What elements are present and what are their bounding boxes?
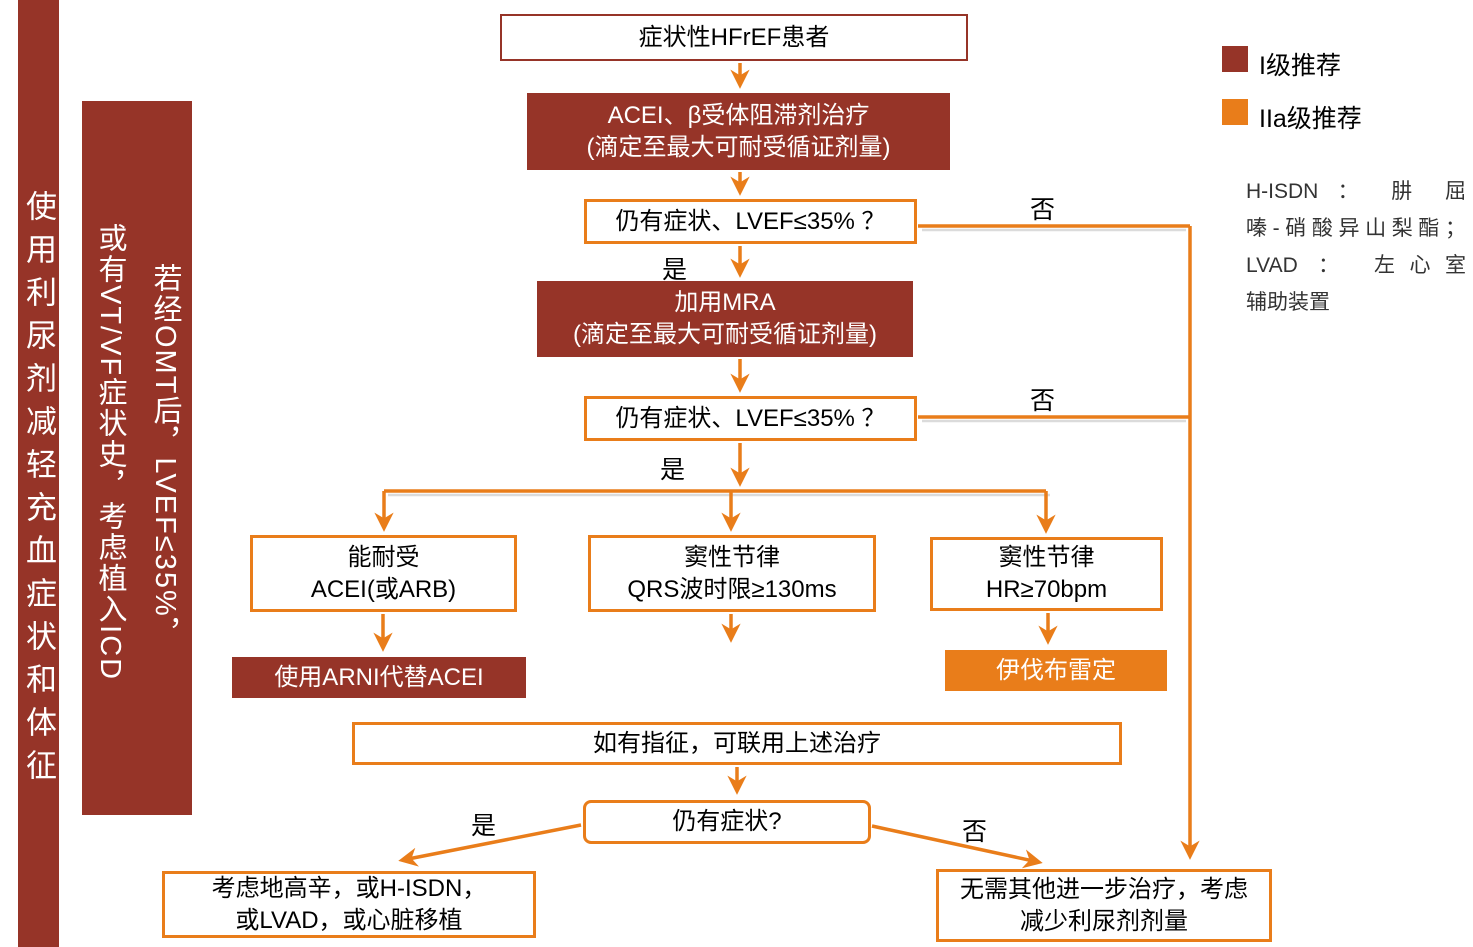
diagonal-yes-arrow	[398, 823, 582, 867]
question2-box: 仍有症状、LVEF≤35% ？	[584, 396, 917, 441]
legend-class1-swatch	[1222, 46, 1248, 72]
question3-box: 仍有症状?	[583, 800, 871, 844]
branch-hr-box: 窦性节律 HR≥70bpm	[930, 537, 1163, 611]
icd-side-bar-line1: 若经OMT后，LVEF≤35%，	[149, 263, 181, 649]
yes-label-2: 是	[660, 456, 686, 484]
legend-class1-label: I级推荐	[1259, 52, 1341, 80]
arni-box: 使用ARNI代替ACEI	[232, 657, 526, 698]
branch-acei-arb-box: 能耐受 ACEI(或ARB)	[250, 535, 517, 612]
diuretic-side-bar: 使用利尿剂减轻充血症状和体征	[18, 0, 59, 947]
final-no-further-treatment-box: 无需其他进一步治疗，考虑 减少利尿剂剂量	[936, 869, 1272, 942]
legend-class2a-label: IIa级推荐	[1259, 105, 1362, 133]
final-digoxin-lvad-box: 考虑地高辛，或H-ISDN， 或LVAD，或心脏移植	[162, 871, 536, 938]
yes-label-1: 是	[662, 256, 688, 284]
note-line-2: 嗪-硝酸异山梨酯；	[1246, 217, 1466, 240]
no-label-3: 否	[962, 818, 988, 846]
icd-side-bar-line2: 或有VT/VF症状史，考虑植入ICD	[94, 223, 126, 682]
no-label-2: 否	[1030, 387, 1056, 415]
note-line-4: 辅助装置	[1246, 291, 1330, 314]
yes-label-3: 是	[471, 812, 497, 840]
start-box: 症状性HFrEF患者	[500, 14, 968, 61]
acei-betablocker-box: ACEI、β受体阻滞剂治疗 (滴定至最大可耐受循证剂量)	[527, 93, 950, 170]
note-line-1: H-ISDN ： 肼 屈	[1246, 180, 1466, 203]
diagonal-no-arrow	[871, 824, 1043, 869]
icd-side-bar: 若经OMT后，LVEF≤35%， 或有VT/VF症状史，考虑植入ICD	[82, 101, 192, 815]
abbreviation-note: H-ISDN ： 肼 屈 嗪-硝酸异山梨酯； LVAD ： 左心室 辅助装置	[1246, 173, 1466, 321]
diuretic-side-bar-text: 使用利尿剂减轻充血症状和体征	[21, 190, 56, 792]
legend-class2a-swatch	[1222, 99, 1248, 125]
ivabradine-box: 伊伐布雷定	[945, 650, 1167, 691]
note-line-3: LVAD ： 左心室	[1246, 254, 1466, 277]
no-label-1: 否	[1030, 196, 1056, 224]
branch-qrs-box: 窦性节律 QRS波时限≥130ms	[588, 535, 876, 612]
mra-box: 加用MRA (滴定至最大可耐受循证剂量)	[537, 281, 913, 357]
question1-box: 仍有症状、LVEF≤35% ？	[584, 199, 917, 244]
combine-therapies-box: 如有指征，可联用上述治疗	[352, 722, 1122, 765]
